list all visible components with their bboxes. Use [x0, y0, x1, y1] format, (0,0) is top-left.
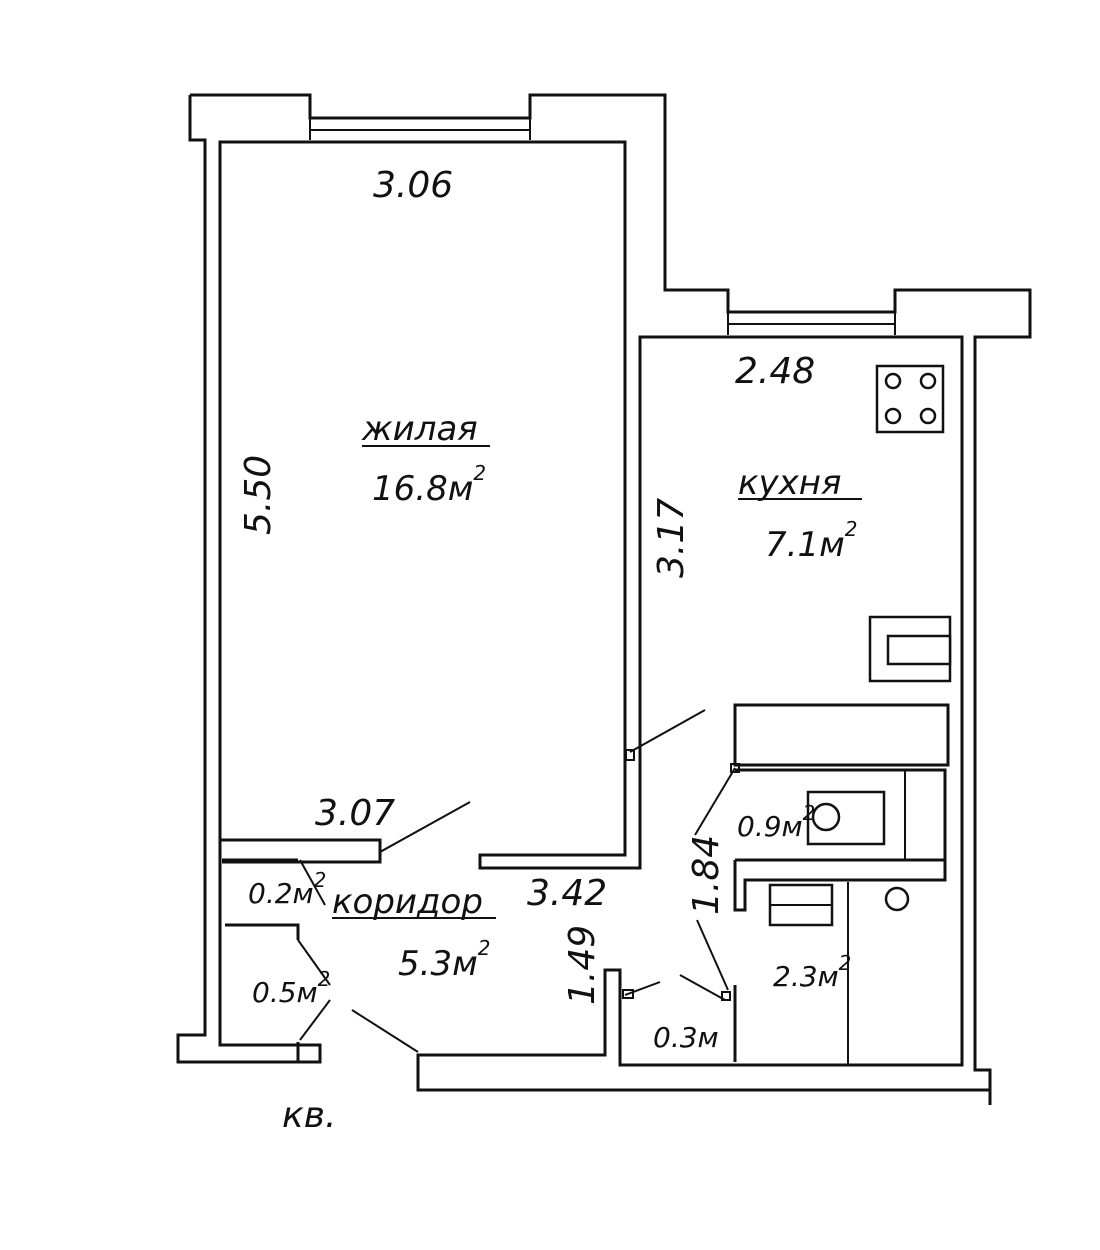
corridor-area: 5.3м2	[398, 936, 490, 984]
washbasin-icon	[884, 886, 910, 912]
bath-area: 2.3м2	[773, 951, 851, 993]
dim-bath-side: 1.84	[686, 835, 727, 915]
living-room-area: 16.8м2	[372, 461, 486, 509]
dim-kitchen-top: 2.48	[735, 351, 815, 392]
toilet-area: 0.9м2	[737, 801, 815, 843]
closet-small-area: 0.2м2	[248, 868, 326, 910]
outer-walls	[176, 93, 1032, 1105]
niche-area: 0.3м	[653, 1021, 719, 1054]
dim-living-side: 5.50	[238, 455, 279, 535]
kitchen-area: 7.1м2	[765, 517, 857, 565]
bathtub-icon	[768, 883, 834, 927]
entrance-label: кв.	[282, 1095, 336, 1136]
dim-corridor-side: 1.49	[562, 925, 603, 1005]
partitions	[220, 703, 950, 1065]
dim-living-bottom: 3.07	[315, 793, 395, 834]
dim-living-top: 3.06	[373, 165, 453, 206]
dim-corridor-len: 3.42	[527, 873, 607, 914]
dim-kitchen-side: 3.17	[651, 498, 692, 578]
living-room-name: жилая	[361, 409, 478, 449]
stove-icon	[875, 364, 945, 434]
toilet-icon	[806, 790, 886, 846]
kitchen-name: кухня	[738, 463, 841, 503]
closet-area: 0.5м2	[252, 967, 330, 1009]
sink-icon	[868, 615, 952, 683]
corridor-name: коридор	[332, 882, 483, 922]
